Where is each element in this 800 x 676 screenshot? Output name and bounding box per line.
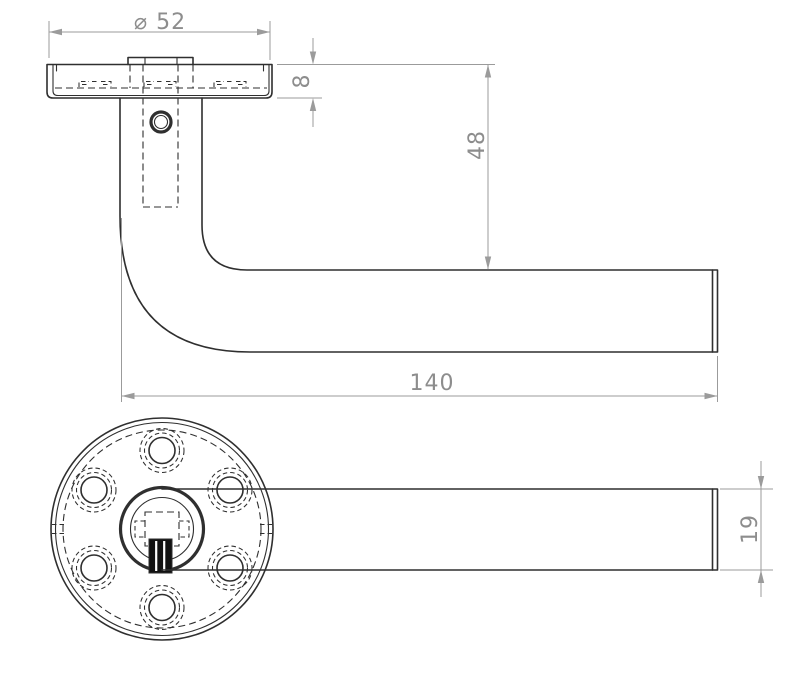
arrowhead-left [49, 28, 62, 36]
dim-rose-thickness: 8 [277, 38, 495, 127]
rose-plate-side [46, 56, 273, 99]
screw-hole-hidden-2 [71, 467, 117, 513]
front-view-rose: 19 [50, 417, 773, 641]
screw-hole [139, 584, 185, 631]
screw-hole-hidden-1 [211, 471, 249, 509]
dim-overall-length: 140 [121, 218, 718, 402]
screw-hole-bore [148, 436, 176, 465]
screw-hole-hidden-2 [207, 545, 253, 591]
arrowhead-right [257, 28, 270, 36]
spindle-boss-steps [55, 56, 265, 72]
dim-label-rose-diameter: ⌀ 52 [134, 10, 186, 35]
screw-hole-bore [216, 476, 244, 504]
screw-hole-hidden-2 [71, 545, 117, 591]
screw-hole-bore [80, 554, 108, 582]
screw-hole-bore [80, 476, 108, 504]
screw-hole [207, 467, 253, 513]
lever-arm-side [119, 64, 719, 353]
fixing-clip [213, 80, 247, 87]
lever-outer-edge [119, 97, 714, 353]
screw-hole-bore [148, 593, 176, 622]
arrowhead-bottom [309, 98, 317, 111]
spindle-hidden-shaft [142, 64, 179, 208]
screw-hole-hidden-1 [75, 549, 113, 587]
dim-projection: 48 [465, 64, 492, 270]
dim-label-bar-diameter: 19 [738, 514, 763, 544]
arrowhead-top [484, 64, 492, 78]
boss-hidden-sides [129, 64, 194, 88]
bar-end-cap [711, 488, 719, 571]
rim-clip-tick-right [260, 523, 272, 535]
spindle-keyway-left [134, 520, 145, 538]
extension-lines [121, 218, 718, 402]
extension-lines [48, 21, 271, 60]
fixing-clip [143, 80, 177, 87]
grub-screw-hole-outer [149, 110, 173, 134]
arrowhead-top [309, 51, 317, 65]
rose-plate-outline [46, 63, 273, 99]
screw-hole-bore [216, 554, 244, 582]
dim-label-rose-thickness: 8 [290, 74, 315, 89]
spindle-keyway-right [179, 520, 190, 538]
screw-hole-hidden-1 [211, 549, 249, 587]
dim-rose-diameter: ⌀ 52 [48, 10, 271, 60]
spindle-hub [118, 485, 206, 574]
spindle-boss [127, 56, 194, 66]
rose-hidden-circle [62, 429, 262, 629]
screw-hole-hidden-1 [143, 589, 181, 626]
fixing-clip [78, 80, 112, 87]
screw-hole [207, 545, 253, 591]
dim-label-overall-length: 140 [410, 371, 455, 396]
lever-inner-edge [201, 97, 714, 271]
lever-end-cap [711, 269, 719, 353]
rose-rim-circle [54, 421, 270, 637]
rim-clip-tick-left [52, 523, 64, 535]
arrowhead-bottom [757, 570, 765, 583]
screw-hole [71, 545, 117, 591]
rose-plate-inner-wall [52, 63, 270, 97]
screw-hole [139, 427, 185, 474]
spindle-square-hole [144, 511, 180, 547]
lever-bar-front [161, 488, 719, 571]
rose-outer-circle [50, 417, 274, 641]
screw-hole-hidden-2 [139, 584, 185, 631]
extension-lines [720, 488, 773, 571]
screw-hole [71, 467, 117, 513]
arrowhead-left [121, 392, 135, 400]
dim-label-projection: 48 [465, 130, 490, 160]
arrowhead-top [757, 476, 765, 489]
arrowhead-bottom [484, 256, 492, 270]
extension-lines [277, 64, 495, 99]
grub-screw-hole-inner [153, 114, 169, 130]
grub-screw [148, 538, 173, 574]
dim-bar-diameter: 19 [720, 461, 773, 597]
screw-hole-hidden-2 [207, 467, 253, 513]
screw-hole-hidden-1 [75, 471, 113, 509]
arrowhead-right [704, 392, 718, 400]
screw-hole-hidden-1 [143, 432, 181, 469]
grub-screw-slots [155, 541, 166, 571]
side-view-lever-handle: ⌀ 52 8 48 140 [46, 10, 719, 402]
screw-hole-hidden-2 [139, 427, 185, 474]
